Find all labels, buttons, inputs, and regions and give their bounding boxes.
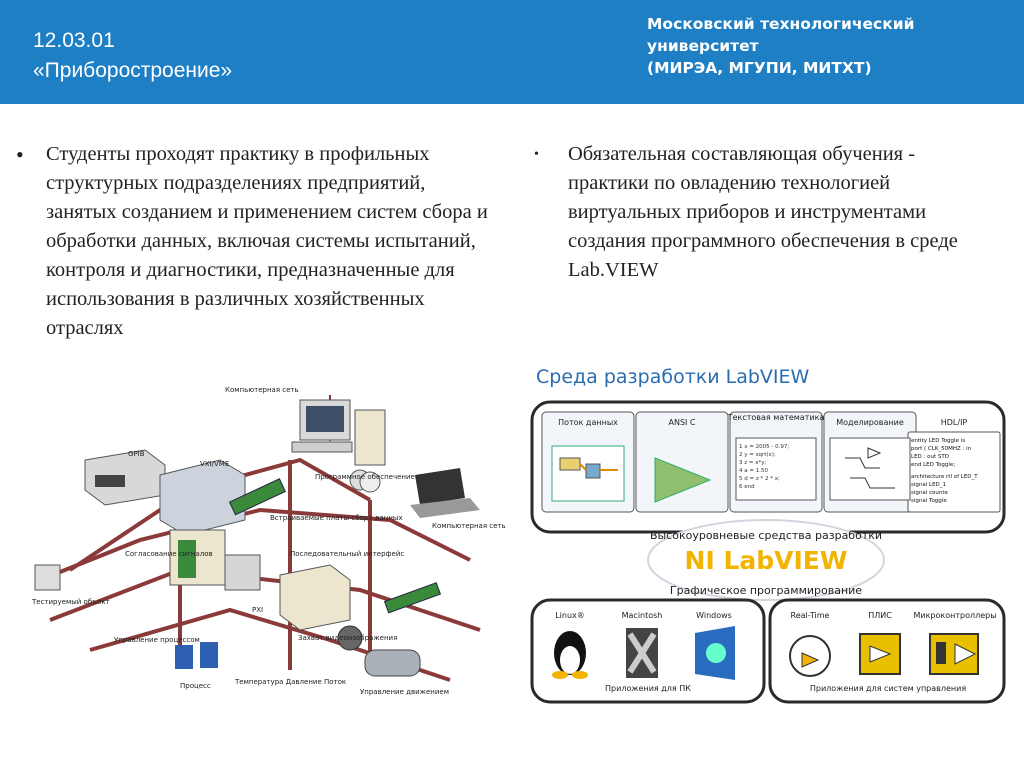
pc-workstation <box>291 399 386 466</box>
label-process: Процесс <box>180 682 211 690</box>
code-line-4: end LED Toggle; <box>911 462 955 468</box>
math-line-1: 1 x = 2005 - 0.97; <box>739 444 789 450</box>
daq-system-diagram: Компьютерная сеть GPIB VXI/VME Программн… <box>31 386 506 696</box>
stopwatch-icon <box>789 635 831 677</box>
panel-hdl-label: HDL/IP <box>941 418 968 427</box>
label-software: Программное обеспечение <box>315 473 415 481</box>
program-name: «Приборостроение» <box>33 59 233 82</box>
test-object <box>34 564 61 591</box>
daq-board <box>228 478 286 516</box>
mcu-chip-icon <box>929 633 979 675</box>
program-code: 12.03.01 <box>33 29 115 52</box>
gpib-instrument <box>84 449 166 506</box>
panel-dataflow-label: Поток данных <box>558 418 618 427</box>
bullet-text-left: Студенты проходят практику в профильных … <box>46 143 488 339</box>
platform-fpga-label: ПЛИС <box>868 611 892 620</box>
university-line1: Московский технологический университет <box>647 15 915 55</box>
process-tanks <box>175 642 218 669</box>
software-discs <box>349 469 381 493</box>
ctrl-apps-caption: Приложения для систем управления <box>810 684 966 693</box>
code-line-7: signal counte <box>911 490 949 496</box>
math-line-5: 5 d = z * 2 * x; <box>739 476 780 482</box>
bottom-caption: Графическое программирование <box>670 584 862 597</box>
university-name: Московский технологический университет (… <box>647 13 1024 79</box>
platform-realtime-label: Real-Time <box>791 611 830 620</box>
label-serial: Последовательный интерфейс <box>290 550 404 558</box>
label-vxi: VXI/VME <box>200 460 229 468</box>
label-gpib: GPIB <box>128 450 145 458</box>
math-line-2: 2 y = sqrt(x); <box>739 452 776 458</box>
ni-labview-logo: NI LabVIEW <box>685 546 848 575</box>
platform-windows-label: Windows <box>696 611 732 620</box>
math-line-6: 6 end <box>739 484 755 490</box>
labview-diagram-title: Среда разработки LabVIEW <box>536 366 810 388</box>
label-test-object: Тестируемый объект <box>31 598 110 606</box>
panel-simulation-label: Моделирование <box>836 418 904 427</box>
pc-apps-caption: Приложения для ПК <box>605 684 691 693</box>
label-video: Захват видеоизображения <box>298 634 397 642</box>
bullet-dot-right: • <box>534 147 539 162</box>
fpga-chip-icon <box>859 633 901 675</box>
label-temp: Температура Давление Поток <box>234 678 346 686</box>
signal-conditioning <box>169 529 226 586</box>
bullet-text-right: Обязательная составляющая обучения - пра… <box>568 143 958 281</box>
platform-mcu-label: Микроконтроллеры <box>913 611 996 620</box>
university-line2: (МИРЭА, МГУПИ, МИТХТ) <box>647 59 872 77</box>
windows-icon <box>695 626 735 680</box>
dataflow-sketch <box>551 445 625 502</box>
video-board <box>383 582 442 614</box>
code-line-3: LED : out STD <box>911 454 949 460</box>
pxi-chassis <box>224 554 261 591</box>
laptop <box>410 468 480 518</box>
camera <box>337 625 363 651</box>
label-motion: Управление движением <box>360 688 449 696</box>
code-line-8: signal Toggle <box>911 498 947 504</box>
mac-os-x-icon <box>626 628 658 678</box>
label-network-right: Компьютерная сеть <box>432 522 506 530</box>
code-line-6: signal LED_1 <box>911 482 946 488</box>
label-daq-boards: Встраиваемые платы сбора данных <box>270 514 403 522</box>
label-pxi: PXI <box>252 606 263 614</box>
label-process-control: Управление процессом <box>114 636 200 644</box>
panel-ansi-c-label: ANSI C <box>668 418 695 427</box>
motor <box>364 649 421 677</box>
platform-mac-label: Macintosh <box>622 611 663 620</box>
platform-linux-label: Linux® <box>555 611 585 620</box>
math-line-3: 3 z = x*y; <box>739 460 766 466</box>
code-line-5: architecture rtl of LED_T <box>911 474 978 480</box>
labview-diagram: Поток данных ANSI C Текстовая математика… <box>530 400 1006 704</box>
ansi-c-sketch <box>654 457 712 503</box>
text-math-sketch: 1 x = 2005 - 0.97; 2 y = sqrt(x); 3 z = … <box>735 437 817 501</box>
bullet-dot-left: • <box>16 142 24 167</box>
vxi-chassis <box>159 459 246 536</box>
tux-icon <box>552 631 588 679</box>
panel-text-math-label: Текстовая математика <box>727 413 825 422</box>
math-line-4: 4 a = 1.50 <box>739 468 768 474</box>
program-title: 12.03.01 «Приборостроение» <box>33 26 232 86</box>
top-caption: Высокоуровневые средства разработки <box>650 529 882 542</box>
label-signal-cond: Согласование сигналов <box>125 550 213 558</box>
code-line-1: entity LED Toggle is <box>911 438 965 444</box>
simulation-sketch <box>829 437 911 501</box>
serial-device <box>279 564 351 631</box>
label-network-top: Компьютерная сеть <box>225 386 299 394</box>
slide-header: 12.03.01 «Приборостроение» Московский те… <box>0 0 1024 104</box>
code-line-2: port ( CLK_50MHZ : in <box>911 446 972 452</box>
